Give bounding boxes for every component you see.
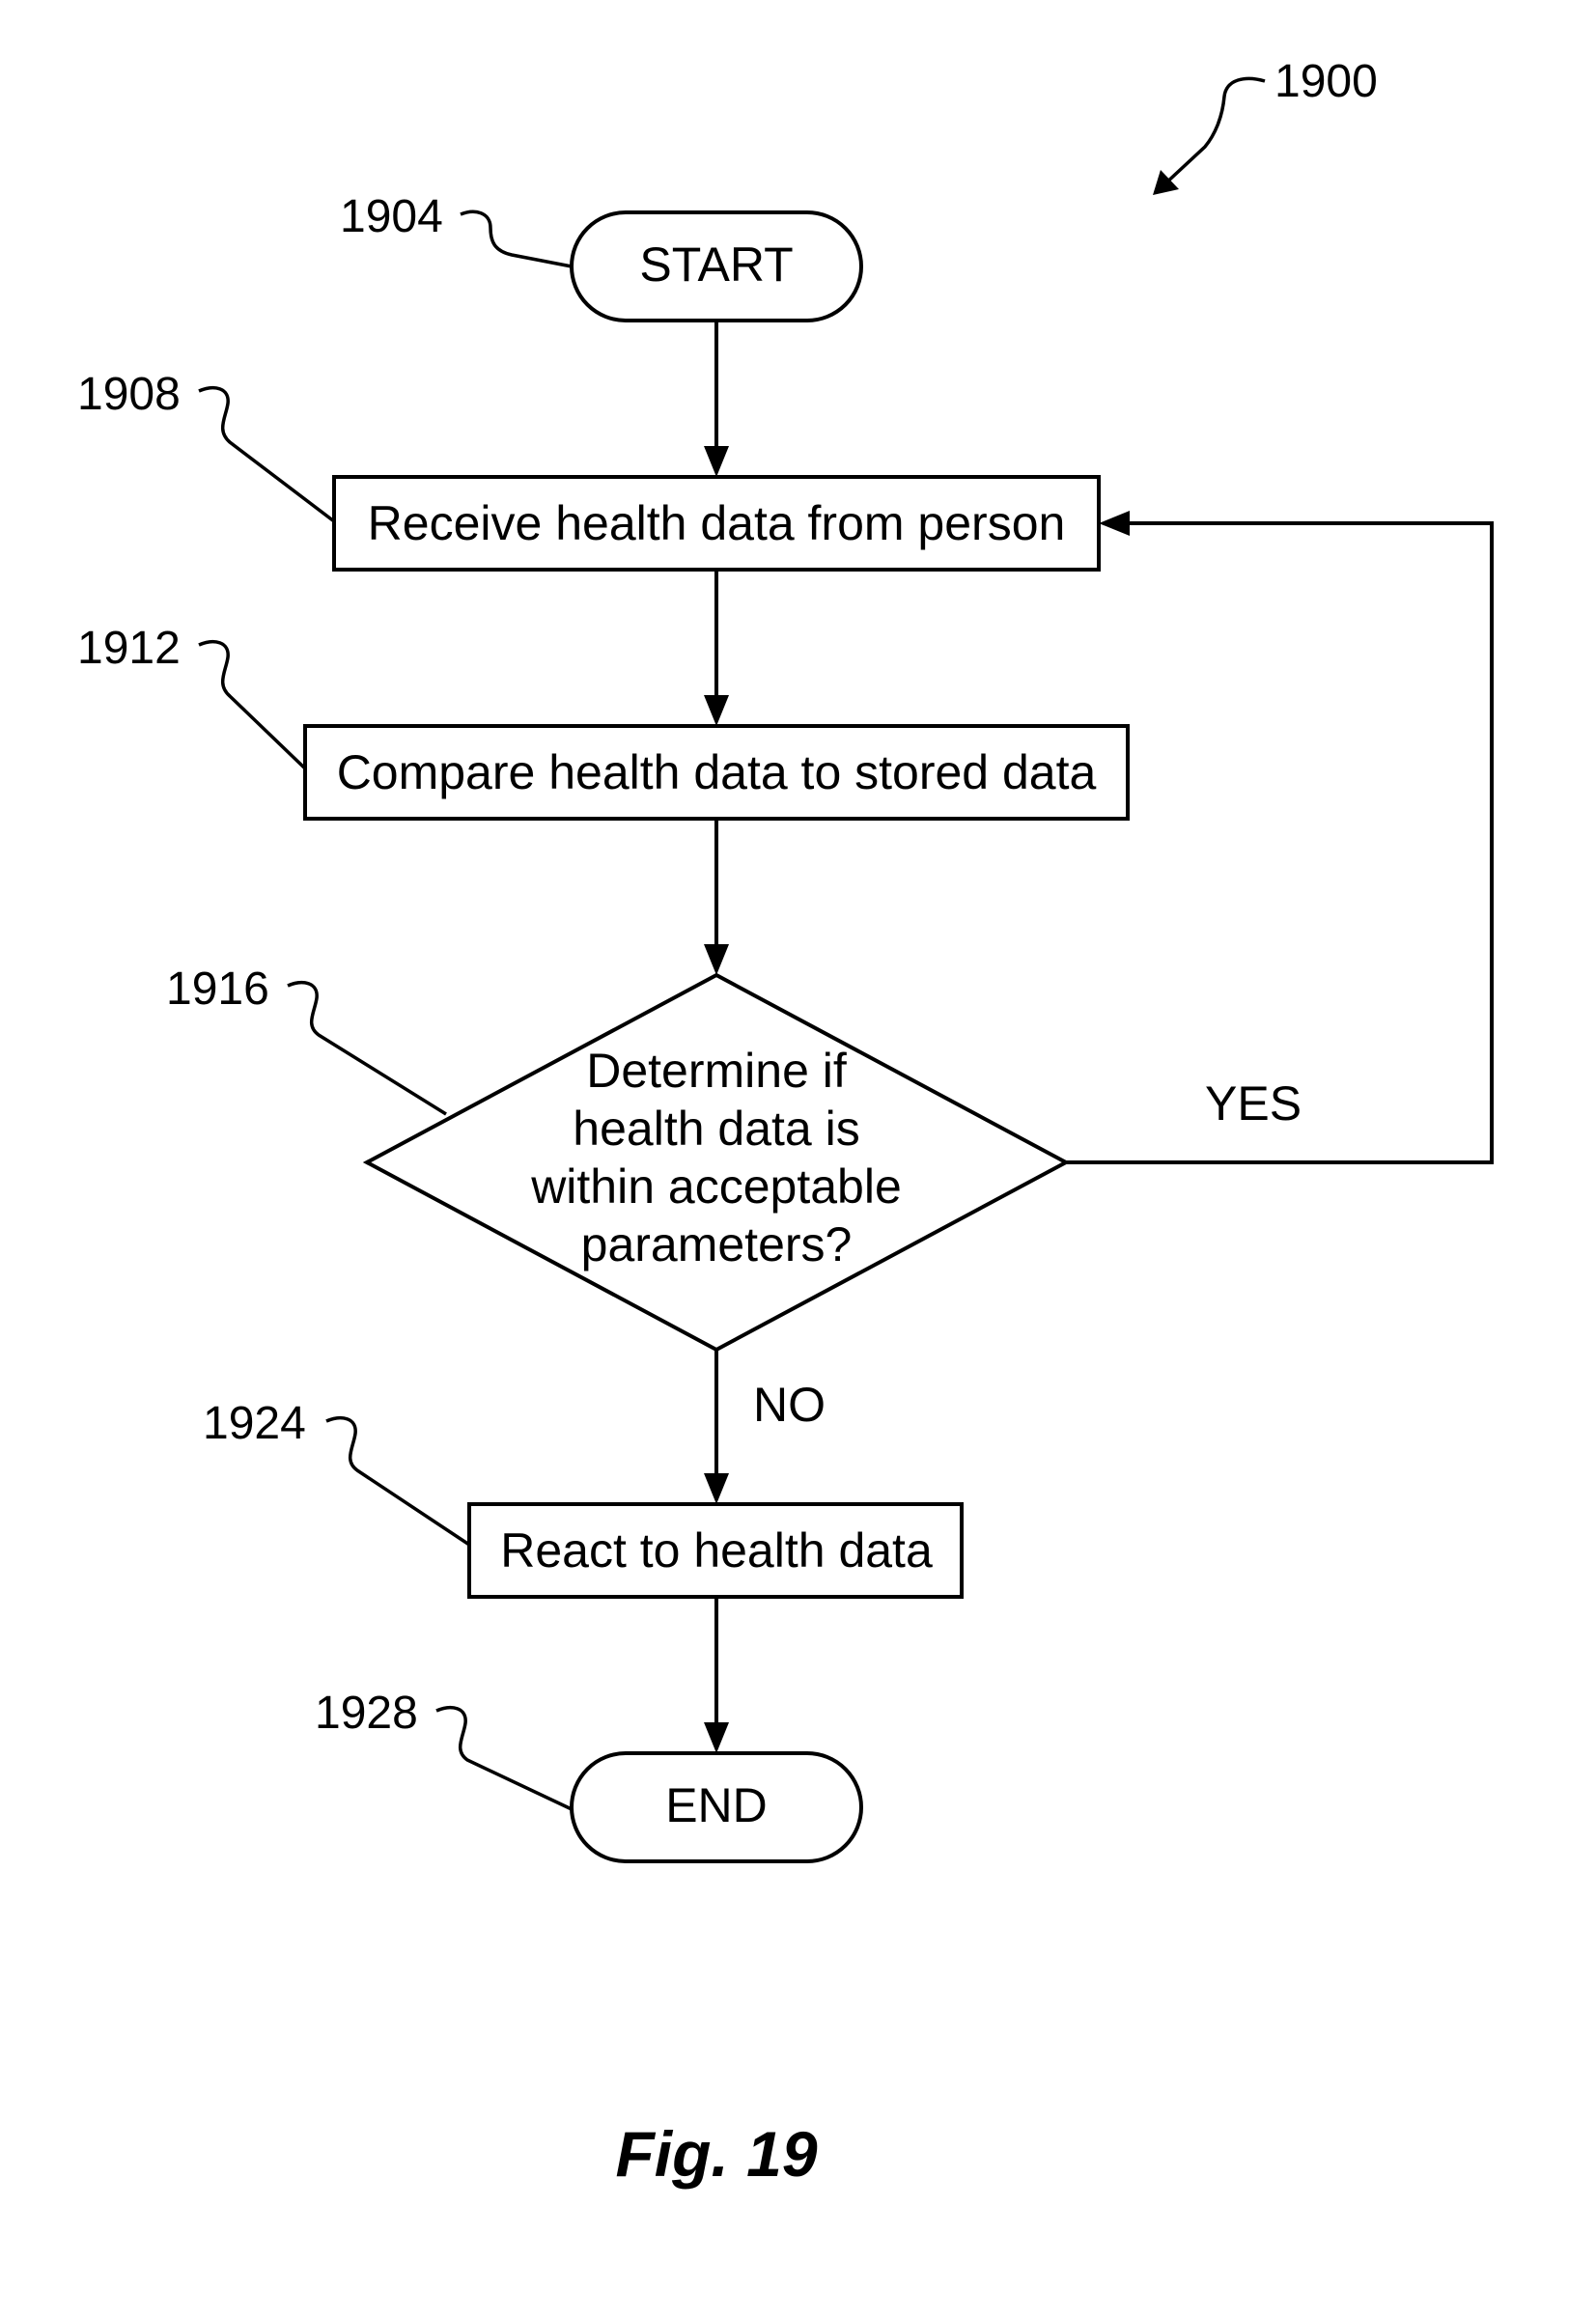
end-node: END [572, 1753, 861, 1861]
decision-line-4: parameters? [581, 1217, 853, 1271]
react-label: React to health data [500, 1523, 933, 1578]
end-reference: 1928 [315, 1688, 572, 1809]
yes-branch-label: YES [1205, 1076, 1302, 1131]
receive-ref-number: 1908 [77, 369, 181, 420]
start-node: START [572, 212, 861, 321]
receive-reference: 1908 [77, 369, 334, 521]
decision-line-2: health data is [573, 1102, 859, 1156]
end-ref-leader [436, 1708, 572, 1809]
arrowhead-decision [704, 944, 729, 975]
decision-line-1: Determine if [586, 1044, 847, 1098]
receive-label: Receive health data from person [368, 496, 1066, 550]
compare-reference: 1912 [77, 623, 305, 768]
react-node: React to health data [469, 1504, 962, 1597]
figure-ref-leader [1163, 78, 1265, 185]
react-ref-leader [326, 1418, 469, 1545]
compare-ref-leader [199, 642, 305, 768]
compare-label: Compare health data to stored data [337, 745, 1097, 799]
end-ref-number: 1928 [315, 1688, 418, 1739]
react-ref-number: 1924 [203, 1398, 306, 1449]
arrowhead-receive [704, 446, 729, 477]
arrowhead-compare [704, 695, 729, 726]
start-reference: 1904 [340, 191, 572, 266]
figure-ref-number: 1900 [1274, 56, 1378, 107]
arrowhead-react [704, 1473, 729, 1504]
decision-ref-number: 1916 [166, 964, 269, 1015]
end-label: END [665, 1778, 768, 1832]
start-label: START [639, 237, 793, 292]
compare-node: Compare health data to stored data [305, 726, 1128, 819]
arrowhead-end [704, 1722, 729, 1753]
decision-node: Determine if health data is within accep… [367, 975, 1066, 1350]
start-ref-leader [461, 211, 572, 266]
figure-reference: 1900 [1153, 56, 1378, 195]
no-branch-label: NO [753, 1378, 826, 1432]
figure-caption: Fig. 19 [615, 2118, 817, 2190]
decision-ref-leader [288, 983, 446, 1114]
react-reference: 1924 [203, 1398, 469, 1545]
compare-ref-number: 1912 [77, 623, 181, 674]
receive-ref-leader [199, 388, 334, 521]
decision-line-3: within acceptable [530, 1159, 902, 1214]
arrowhead-yes-loop [1099, 511, 1130, 536]
start-ref-number: 1904 [340, 191, 443, 242]
decision-reference: 1916 [166, 964, 446, 1114]
arrow-yes-loop [1066, 523, 1492, 1162]
receive-node: Receive health data from person [334, 477, 1099, 570]
